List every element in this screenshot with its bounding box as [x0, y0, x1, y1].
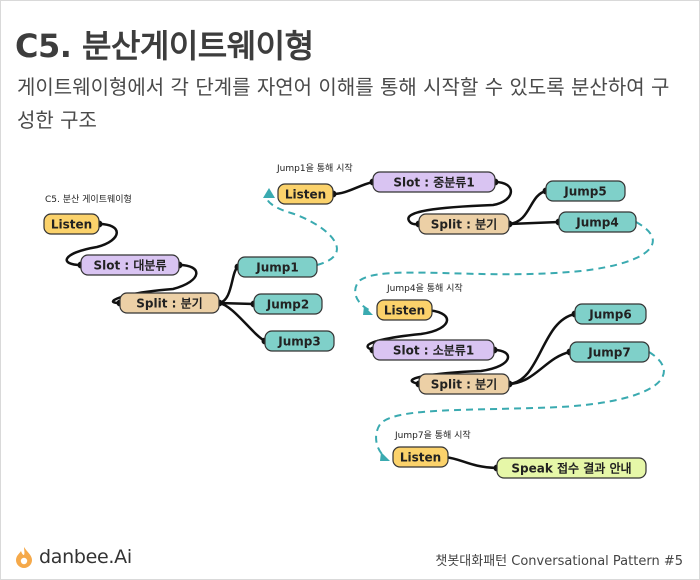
node-listen-1: Listen — [43, 213, 100, 235]
node-slot-2-label: Slot : 중분류1 — [393, 176, 474, 190]
caption-jump7: Jump7을 통해 시작 — [394, 430, 471, 441]
node-jump2-label: Jump2 — [266, 298, 309, 312]
brand-name: danbee.Ai — [39, 546, 132, 568]
node-slot-3-label: Slot : 소분류1 — [393, 344, 474, 358]
jump1-arrowhead — [263, 188, 275, 198]
footer-text: 챗봇대화패턴 Conversational Pattern #5 — [435, 554, 683, 569]
node-listen-2: Listen — [277, 183, 334, 205]
jump7-arrowhead — [380, 452, 390, 461]
node-listen-3: Listen — [376, 299, 433, 321]
node-slot-1: Slot : 대분류 — [80, 254, 180, 276]
node-jump7: Jump7 — [569, 341, 650, 363]
node-jump7-label: Jump7 — [587, 346, 630, 360]
node-jump5-label: Jump5 — [563, 185, 606, 199]
jump-connectors — [265, 193, 665, 458]
node-jump3-label: Jump3 — [277, 335, 320, 349]
node-listen-2-label: Listen — [285, 188, 326, 202]
node-speak: Speak 접수 결과 안내 — [496, 457, 647, 479]
page-subtitle: 게이트웨이형에서 각 단계를 자연어 이해를 통해 시작할 수 있도록 분산하여… — [17, 75, 670, 132]
node-slot-3: Slot : 소분류1 — [372, 339, 495, 361]
node-split-2-label: Split : 분기 — [431, 217, 497, 232]
flame-icon — [16, 547, 32, 568]
node-split-3: Split : 분기 — [418, 373, 510, 395]
brand-logo: danbee.Ai — [15, 546, 132, 568]
node-jump4-label: Jump4 — [575, 216, 618, 230]
node-slot-2: Slot : 중분류1 — [372, 171, 496, 193]
node-listen-4: Listen — [392, 446, 449, 468]
node-split-2: Split : 분기 — [418, 213, 510, 235]
caption-jump4: Jump4을 통해 시작 — [386, 283, 463, 294]
node-split-1: Split : 분기 — [119, 292, 220, 314]
node-listen-1-label: Listen — [51, 218, 92, 232]
node-jump6: Jump6 — [574, 303, 647, 325]
node-listen-3-label: Listen — [384, 304, 425, 318]
page-title: C5. 분산게이트웨이형 — [15, 27, 314, 65]
caption-jump1: Jump1을 통해 시작 — [276, 163, 353, 174]
jump4-connector — [354, 221, 654, 311]
flow-connectors — [65, 180, 576, 470]
node-speak-label: Speak 접수 결과 안내 — [511, 461, 631, 476]
node-jump5: Jump5 — [545, 180, 626, 202]
jump7-connector — [375, 351, 665, 458]
node-jump1-label: Jump1 — [255, 261, 298, 275]
node-jump3: Jump3 — [264, 330, 335, 352]
node-split-3-label: Split : 분기 — [431, 377, 497, 392]
node-jump2: Jump2 — [253, 293, 323, 315]
jump4-arrowhead — [363, 306, 373, 315]
arrowheads — [263, 188, 390, 461]
node-slot-1-label: Slot : 대분류 — [93, 259, 166, 273]
node-split-1-label: Split : 분기 — [136, 296, 202, 311]
node-listen-4-label: Listen — [400, 451, 441, 465]
node-jump1: Jump1 — [237, 256, 318, 278]
node-jump6-label: Jump6 — [588, 308, 631, 322]
node-jump4: Jump4 — [558, 211, 637, 233]
caption-main: C5. 분산 게이트웨이형 — [45, 193, 132, 205]
jump1-connector — [265, 193, 338, 266]
